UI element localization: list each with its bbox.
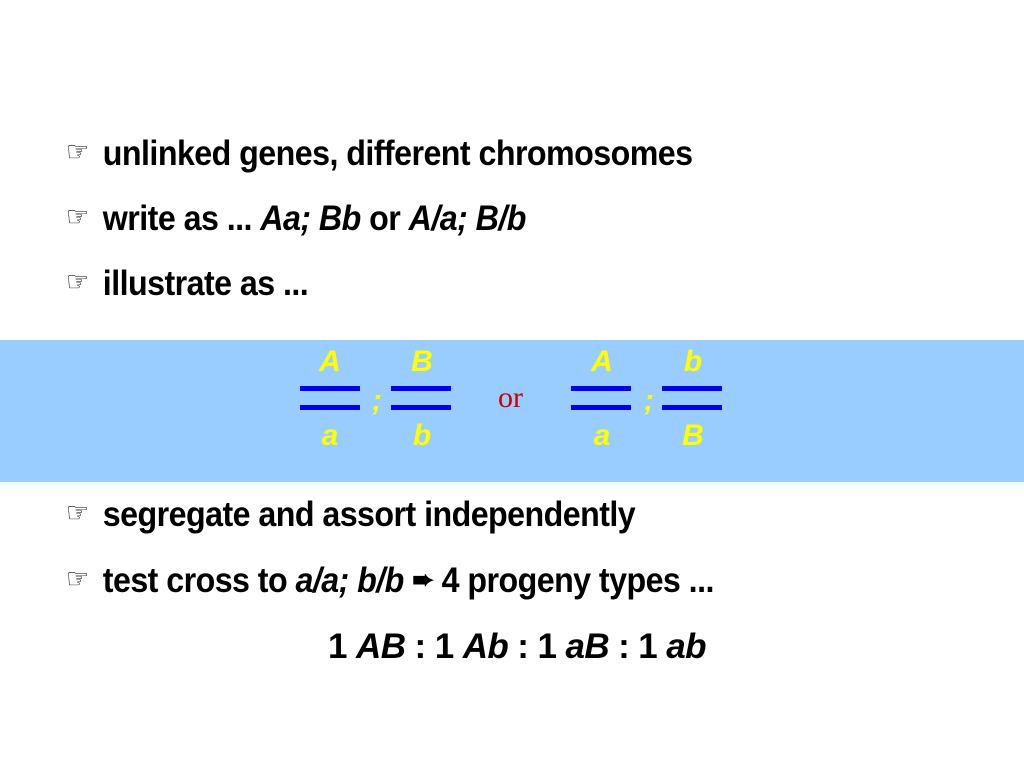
allele-label: a [321, 419, 339, 452]
genotype: Ab [462, 627, 509, 666]
or-label: or [498, 381, 523, 414]
ratio-text: : 1 [508, 627, 566, 666]
chromosome-bar [662, 386, 722, 391]
allele-label: A [319, 345, 341, 378]
bullet-text: test cross to [102, 561, 296, 600]
bullet-illustrate-as: ☞ illustrate as ... [66, 264, 309, 304]
semicolon-separator: ; [372, 384, 382, 417]
bullet-test-cross: ☞ test cross to a/a; b/b ➨ 4 progeny type… [66, 561, 714, 601]
genotype: aB [565, 627, 609, 666]
allele-label: b [412, 419, 432, 452]
allele-label: a [593, 419, 611, 452]
pointing-hand-icon: ☞ [66, 136, 89, 167]
genotype-notation: Aa; Bb [260, 199, 361, 238]
genotype: ab [666, 627, 706, 666]
bullet-text: segregate and assort independently [102, 495, 636, 534]
bullet-unlinked-genes: ☞ unlinked genes, different chromosomes [66, 134, 693, 174]
bullet-text: 4 progeny types ... [433, 561, 715, 600]
bullet-text: unlinked genes, different chromosomes [102, 134, 693, 173]
bullet-write-as: ☞ write as ... Aa; Bb or A/a; B/b [66, 199, 526, 239]
semicolon-separator: ; [644, 384, 654, 417]
allele-label: b [683, 345, 703, 378]
bullet-segregate: ☞ segregate and assort independently [66, 495, 636, 535]
chromosome-bar [571, 405, 631, 410]
pointing-hand-icon: ☞ [66, 563, 89, 594]
allele-label: A [591, 345, 613, 378]
ratio-text: 1 [328, 627, 357, 666]
genotype: AB [356, 627, 406, 666]
chromosome-bar [391, 405, 451, 410]
pointing-hand-icon: ☞ [66, 266, 89, 297]
ratio-text: : 1 [405, 627, 463, 666]
ratio-text: : 1 [609, 627, 667, 666]
bullet-text: illustrate as ... [102, 264, 309, 303]
band-shadow [0, 482, 1024, 492]
chromosome-bar [300, 405, 360, 410]
progeny-ratio: 1 AB : 1 Ab : 1 aB : 1 ab [0, 627, 1024, 667]
chromosome-bar [571, 386, 631, 391]
bullet-text: or [360, 199, 409, 238]
pointing-hand-icon: ☞ [66, 201, 89, 232]
chromosome-diagram-band [0, 340, 1024, 482]
right-arrow-icon: ➨ [412, 564, 434, 595]
chromosome-bar [662, 405, 722, 410]
allele-label: B [411, 345, 433, 378]
chromosome-bar [300, 386, 360, 391]
allele-label: B [682, 419, 704, 452]
pointing-hand-icon: ☞ [66, 497, 89, 528]
genotype-notation: a/a; b/b [295, 561, 404, 600]
genotype-notation: A/a; B/b [408, 199, 527, 238]
bullet-text: write as ... [102, 199, 261, 238]
chromosome-bar [391, 386, 451, 391]
